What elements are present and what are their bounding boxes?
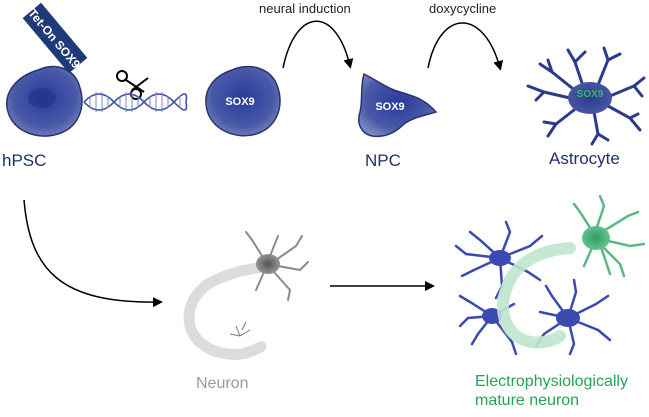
neuron-cell [183, 231, 309, 360]
doxycycline-arrow [427, 22, 504, 71]
npc-cell: SOX9 [358, 72, 438, 138]
tet-on-sox9-tag: Tet-On SOX9 [22, 2, 88, 74]
astrocyte-label: Astrocyte [549, 149, 620, 168]
mature-neuron-label-line1: Electrophysiologically [475, 373, 628, 390]
npc-cell-label: SOX9 [375, 101, 404, 113]
astrocyte-sox9-label: SOX9 [577, 89, 604, 100]
mature-neuron-label-line2: mature neuron [475, 392, 580, 409]
hpsc-cell [6, 65, 83, 137]
mature-neuron-network [454, 194, 646, 356]
sox9-cell: SOX9 [205, 65, 281, 137]
neural-induction-label: neural induction [259, 1, 351, 16]
tet-on-label: Tet-On SOX9 [25, 6, 83, 71]
dna-helix-icon [83, 92, 188, 112]
neural-induction-arrow [282, 20, 354, 69]
doxycycline-label: doxycycline [429, 1, 497, 16]
sox9-cell-label: SOX9 [225, 96, 254, 108]
hpsc-label: hPSC [2, 151, 47, 170]
neuron-label: Neuron [196, 375, 249, 392]
hpsc-to-neuron-arrow [23, 199, 163, 308]
npc-label: NPC [365, 151, 401, 170]
astrocyte-cell: SOX9 [526, 46, 646, 146]
